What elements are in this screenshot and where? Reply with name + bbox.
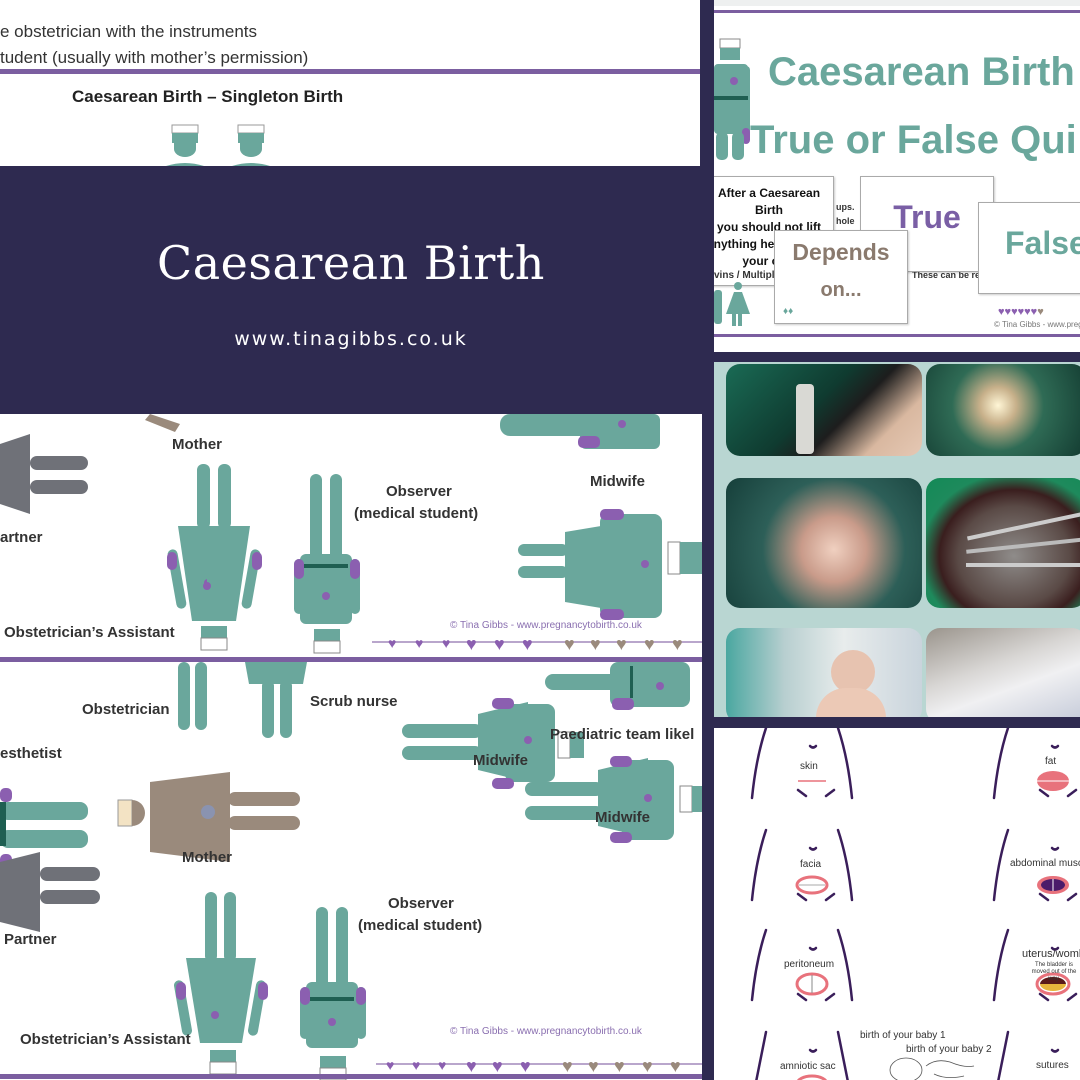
svg-text:♥: ♥: [564, 634, 575, 654]
layer-label: facia: [800, 859, 822, 870]
layer-label: abdominal musc: [1010, 858, 1080, 869]
copyright: © Tina Gibbs - www.pregnancytobirth.co.u…: [450, 1026, 642, 1037]
label-midwife: Midwife: [473, 752, 528, 769]
label-observer: Observer: [386, 483, 452, 500]
svg-text:♥: ♥: [590, 634, 601, 654]
birth-label: birth of your baby 2: [906, 1044, 992, 1055]
incision-layers-diagram: skin fat facia abdominal musc peritoneum…: [714, 728, 1080, 1080]
surgeon-icon: [714, 38, 750, 160]
label-midwife: Midwife: [590, 473, 645, 490]
svg-text:♥: ♥: [670, 1056, 681, 1076]
label-anaesthetist: esthetist: [0, 745, 62, 762]
false-label: False: [1005, 225, 1080, 261]
fragment-text: hole: [836, 216, 855, 226]
label-assistant: Obstetrician’s Assistant: [4, 624, 175, 641]
banner-title: Caesarean Birth: [157, 236, 545, 290]
label-observer-sub: (medical student): [354, 505, 479, 522]
divider: [714, 334, 1080, 337]
svg-text:♥: ♥: [415, 635, 423, 651]
layer-label: uterus/womb: [1022, 948, 1080, 960]
slide-heading: Caesarean Birth – Singleton Birth: [72, 87, 344, 106]
true-label: True: [893, 199, 961, 235]
svg-text:♥: ♥: [388, 635, 396, 651]
svg-text:♥: ♥: [442, 635, 450, 651]
slide-preview-top: e obstetrician with the instruments tude…: [0, 0, 700, 166]
depends-label: Depends: [792, 239, 890, 265]
photo-grid: [714, 362, 1080, 717]
depends-label-2: on...: [820, 279, 862, 301]
divider: [0, 69, 700, 74]
banner-url[interactable]: www.tinagibbs.co.uk: [234, 328, 468, 350]
svg-text:♥: ♥: [588, 1056, 599, 1076]
svg-text:♥: ♥: [616, 634, 627, 654]
surgeon-figures-icon: [166, 124, 270, 166]
label-assistant: Obstetrician’s Assistant: [20, 1031, 191, 1048]
layer-note: The bladder is moved out of the way.: [1031, 962, 1077, 983]
photo-surgical-instruments-tray[interactable]: [926, 478, 1080, 608]
fragment-text: These can be re: [912, 270, 981, 280]
photo-newborn-in-hospital-cot[interactable]: [926, 628, 1080, 717]
divider: [714, 10, 1080, 13]
photo-baby-being-delivered[interactable]: [726, 478, 922, 608]
layer-label: amniotic sac: [780, 1061, 836, 1072]
label-mother: Mother: [172, 436, 222, 453]
svg-text:♥: ♥: [494, 634, 505, 654]
bullet-line: e obstetrician with the instruments: [0, 22, 258, 41]
label-observer: Observer: [388, 895, 454, 912]
fragment-text: ups.: [836, 202, 855, 212]
svg-text:♥: ♥: [562, 1056, 573, 1076]
label-mother: Mother: [182, 849, 232, 866]
quiz-preview: Caesarean Birth True or False Qui After …: [714, 0, 1080, 352]
quiz-subtitle: True or False Qui: [750, 118, 1077, 162]
bullet-line: tudent (usually with mother’s permission…: [0, 48, 309, 67]
label-scrub-nurse: Scrub nurse: [310, 693, 398, 710]
svg-text:♥: ♥: [644, 634, 655, 654]
hearts-row: ♥♥♥♥♥♥♥: [998, 306, 1044, 318]
label-partner: artner: [0, 529, 43, 546]
false-card: False: [978, 202, 1080, 294]
copyright: © Tina Gibbs - www.pregnan: [994, 320, 1080, 329]
photo-hand-with-pulse-oximeter[interactable]: [726, 364, 922, 456]
birth-label: birth of your baby 1: [860, 1030, 946, 1041]
label-paediatric-team: Paediatric team likel: [550, 726, 695, 743]
svg-text:♥: ♥: [614, 1056, 625, 1076]
svg-text:♥: ♥: [412, 1057, 420, 1073]
theatre-layout-diagram: ♥ ♥ ♥ ♥ ♥ ♥ ♥ ♥ ♥ ♥ ♥ Mother artner Obse…: [0, 414, 702, 1080]
svg-text:♥: ♥: [466, 634, 477, 654]
svg-text:♥: ♥: [466, 1056, 477, 1076]
svg-text:♥: ♥: [438, 1057, 446, 1073]
layer-label: skin: [800, 761, 818, 772]
photo-newborn-crying[interactable]: [726, 628, 922, 717]
label-obstetrician: Obstetrician: [82, 701, 170, 718]
label-partner: Partner: [4, 931, 57, 948]
title-banner: Caesarean Birth www.tinagibbs.co.uk: [0, 166, 702, 414]
svg-text:♥: ♥: [522, 634, 533, 654]
theatre-figures-lower-icon: ♥ ♥ ♥ ♥ ♥ ♥ ♥ ♥ ♥ ♥ ♥: [0, 662, 702, 1080]
copyright: © Tina Gibbs - www.pregnancytobirth.co.u…: [450, 620, 642, 631]
fragment-text: vins / Multiples: [714, 270, 786, 281]
body-outline-icons: [750, 728, 1078, 1080]
depends-card: Depends on... ♦♦: [774, 230, 908, 324]
theatre-figures-upper-icon: ♥ ♥ ♥ ♥ ♥ ♥ ♥ ♥ ♥ ♥ ♥: [0, 414, 702, 654]
label-observer-sub: (medical student): [358, 917, 483, 934]
svg-text:♥: ♥: [672, 634, 683, 654]
couple-icon: [714, 282, 750, 326]
svg-text:♥: ♥: [492, 1056, 503, 1076]
divider: [0, 1074, 702, 1079]
svg-text:♥: ♥: [386, 1057, 394, 1073]
svg-text:♥: ♥: [642, 1056, 653, 1076]
svg-text:♥: ♥: [520, 1056, 531, 1076]
layer-label: fat: [1045, 756, 1057, 767]
layer-label: peritoneum: [784, 959, 835, 970]
quiz-title: Caesarean Birth: [768, 50, 1075, 94]
layer-label: sutures: [1036, 1060, 1069, 1071]
label-midwife: Midwife: [595, 809, 650, 826]
photo-surgeons-at-operating-table[interactable]: [926, 364, 1080, 456]
divider: [0, 657, 702, 662]
question-line: After a Caesarean Birth: [717, 186, 821, 217]
